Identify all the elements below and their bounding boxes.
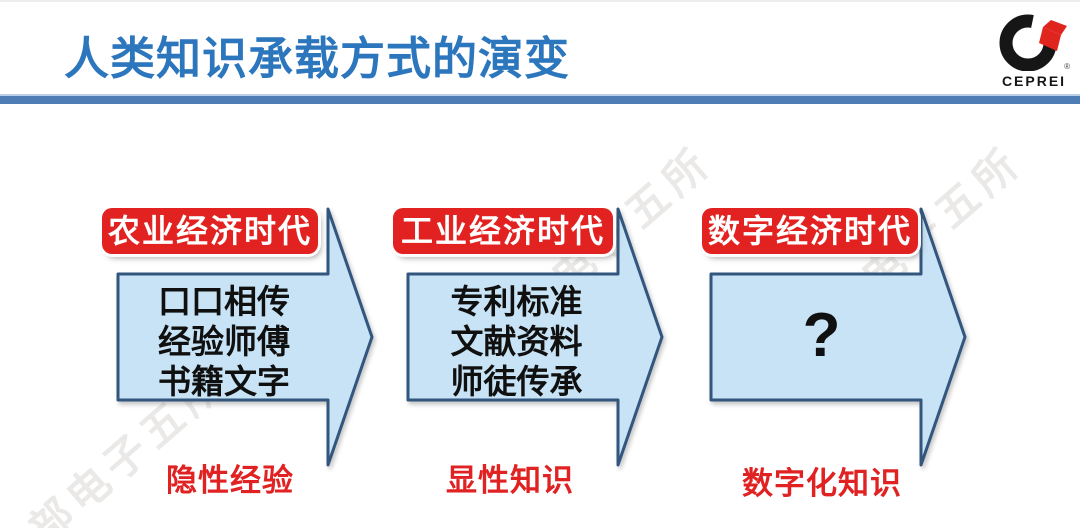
carrier-line: 书籍文字 (158, 363, 290, 400)
carrier-line: 经验师傅 (158, 323, 290, 360)
knowledge-type-digitized: 数字化知识 (742, 466, 902, 501)
carrier-line: 专利标准 (450, 283, 583, 320)
registered-mark: ® (1064, 62, 1070, 71)
block-arrow-agricultural (110, 204, 380, 470)
carrier-line: 文献资料 (450, 323, 583, 360)
carriers-industrial: 专利标准 文献资料 师徒传承 (408, 282, 625, 402)
arrow-shape (406, 207, 664, 467)
ceprei-logo: ® CEPREI (995, 7, 1073, 93)
title-divider (0, 94, 1080, 104)
logo-red-cube (1039, 27, 1061, 51)
page-title: 人类知识承载方式的演变 (64, 33, 571, 84)
era-badge-digital: 数字经济时代 (702, 208, 918, 254)
era-badge-industrial: 工业经济时代 (393, 208, 613, 254)
knowledge-type-implicit: 隐性经验 (166, 463, 294, 498)
ceprei-logo-mark (999, 14, 1067, 71)
logo-brand-text: CEPREI (1001, 73, 1067, 89)
carriers-digital-question: ? (802, 301, 841, 370)
arrow-shape (709, 207, 967, 467)
carrier-line: 口口相传 (158, 283, 290, 320)
arrow-shape (116, 207, 374, 467)
knowledge-type-explicit: 显性知识 (446, 463, 574, 498)
carriers-agricultural: 口口相传 经验师傅 书籍文字 (118, 282, 330, 402)
block-arrow-digital (703, 204, 973, 470)
era-badge-agricultural: 农业经济时代 (102, 208, 318, 254)
carrier-line: 师徒传承 (450, 363, 583, 400)
block-arrow-industrial (400, 204, 670, 470)
logo-red-cube-top (1043, 20, 1067, 35)
